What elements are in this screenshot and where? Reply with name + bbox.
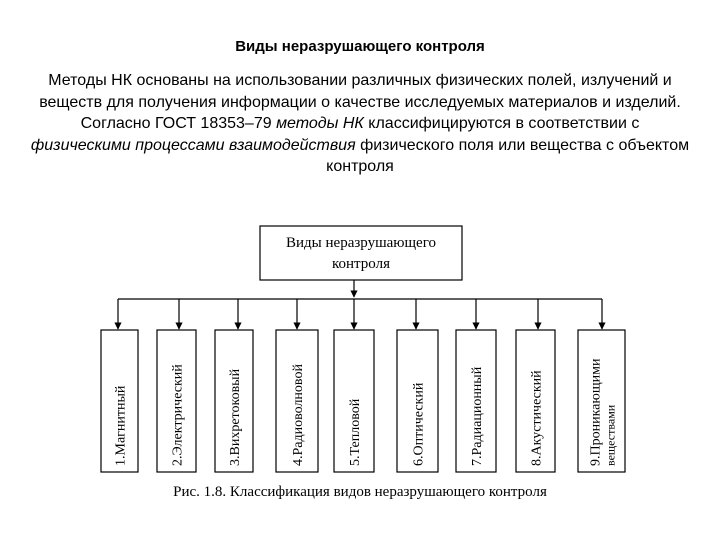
method-label: 3.Вихретоковый — [228, 368, 243, 466]
gost-text-2: классифицируются в соответствии с — [363, 115, 640, 132]
paragraph-gost: Согласно ГОСТ 18353–79 методы НК классиф… — [30, 113, 690, 178]
method-box-3: 3.Вихретоковый — [214, 299, 254, 473]
method-box-frame — [100, 329, 139, 473]
method-box-7: 7.Радиационный — [455, 299, 497, 473]
slide-body: Методы НК основаны на использовании разл… — [30, 70, 690, 178]
method-box-frame — [275, 329, 319, 473]
method-box-4: 4.Радиоволновой — [275, 299, 319, 473]
root-label-line2: контроля — [332, 256, 390, 272]
method-box-frame — [333, 329, 375, 473]
gost-italic-1: методы НК — [276, 115, 364, 132]
method-box-frame — [396, 329, 439, 473]
method-label: 6.Оптический — [412, 382, 427, 466]
method-box-8: 8.Акустический — [515, 299, 556, 473]
method-boxes: 1.Магнитный 2.Электрический 3.Вихретоковый… — [100, 299, 626, 473]
root-box — [259, 225, 463, 281]
method-label-line2: веществами — [604, 404, 618, 466]
method-box-frame — [515, 329, 556, 473]
figure-caption: Рис. 1.8. Классификация видов неразрушаю… — [173, 484, 547, 500]
method-box-2: 2.Электрический — [156, 299, 197, 473]
method-box-5: 5.Тепловой — [333, 299, 375, 473]
method-box-frame — [577, 329, 626, 473]
method-box-6: 6.Оптический — [396, 299, 439, 473]
gost-italic-2: физическими процессами взаимодействия — [30, 136, 356, 154]
method-box-frame — [214, 329, 254, 473]
method-label: 2.Электрический — [171, 364, 186, 466]
method-label: 4.Радиоволновой — [291, 364, 306, 466]
method-box-frame — [455, 329, 497, 473]
method-label: 5.Тепловой — [348, 398, 363, 466]
method-label: 9.Проникающими — [589, 358, 604, 466]
method-box-1: 1.Магнитный — [100, 299, 139, 473]
gost-text-1: Согласно ГОСТ 18353–79 — [80, 115, 277, 132]
gost-text-3: физического поля или вещества с объектом… — [326, 136, 690, 176]
method-label: 1.Магнитный — [114, 385, 129, 466]
method-label: 7.Радиационный — [470, 366, 485, 466]
root-label-line1: Виды неразрушающего — [286, 235, 436, 251]
slide-title: Виды неразрушающего контроля — [235, 38, 485, 55]
method-label: 8.Акустический — [530, 370, 545, 466]
method-box-frame — [156, 329, 197, 473]
paragraph-methods-basis: Методы НК основаны на использовании разл… — [39, 72, 681, 111]
